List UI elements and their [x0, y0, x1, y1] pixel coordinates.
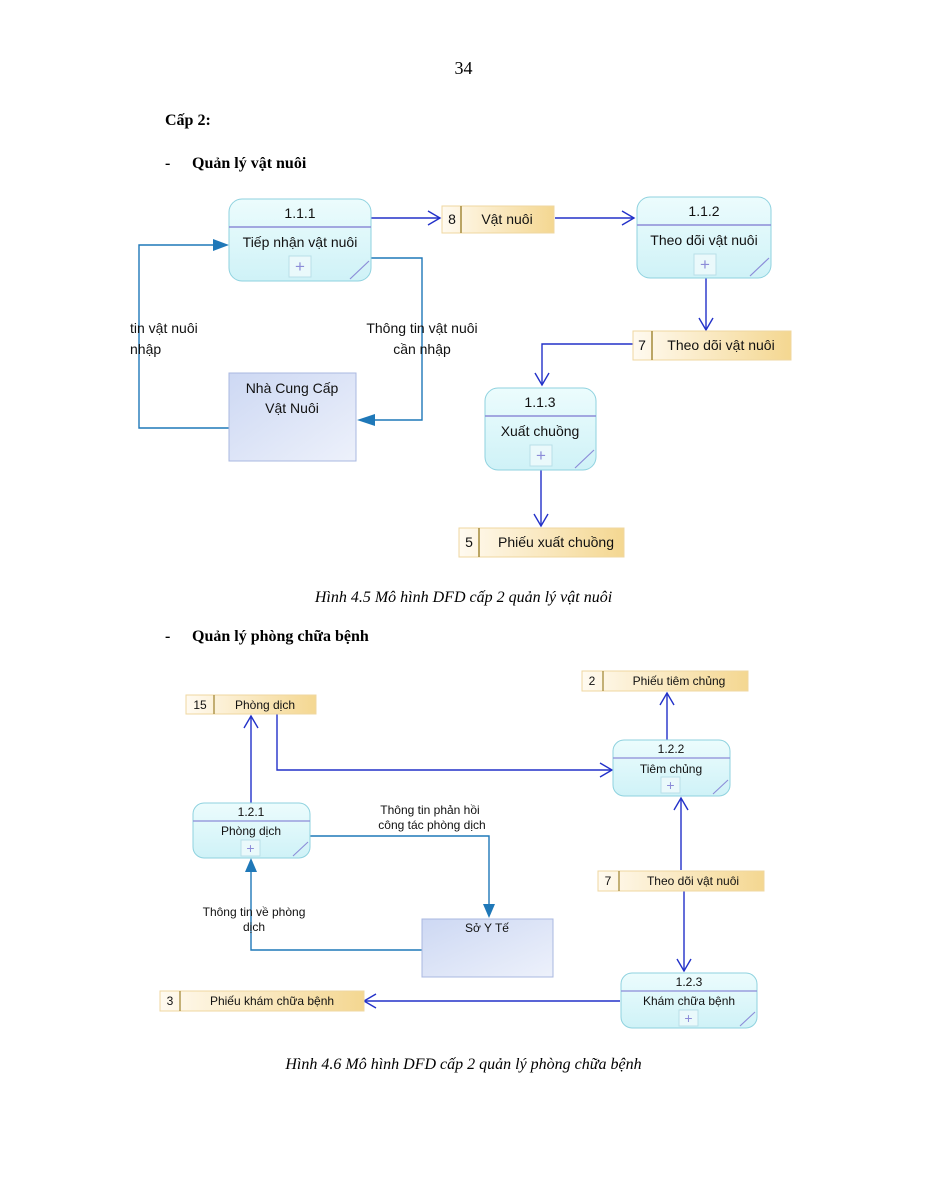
flow-label-info-line2: dịch — [243, 920, 265, 934]
process-id: 1.1.3 — [524, 394, 555, 410]
svg-text:+: + — [700, 255, 710, 274]
store-name: Phiếu khám chữa bệnh — [210, 994, 334, 1008]
section2-bullet: - — [165, 628, 171, 645]
plus-icon — [678, 1009, 699, 1027]
flow-121-to-entity — [310, 835, 490, 910]
process-1-2-3: + 1.2.3 Khám chữa bệnh — [620, 972, 758, 1029]
arrowhead-icon — [243, 714, 259, 729]
external-entity-nha-cung-cap: Nhà Cung Cấp Vật Nuôi — [228, 372, 357, 462]
svg-text:+: + — [295, 257, 305, 276]
flow-label-feedback-line2: công tác phòng dịch — [378, 818, 485, 832]
flow-store15-to-122 — [276, 713, 612, 771]
arrowhead-icon — [621, 210, 636, 226]
arrowhead-icon — [427, 210, 442, 226]
arrowhead-icon — [483, 904, 495, 918]
plus-icon — [288, 255, 312, 278]
section1-title: Quản lý vật nuôi — [192, 155, 307, 172]
figure-caption-4-5: Hình 4.5 Mô hình DFD cấp 2 quản lý vật n… — [314, 589, 613, 606]
store-8: 8 Vật nuôi — [441, 205, 555, 234]
process-name: Theo dõi vật nuôi — [650, 232, 757, 248]
process-name: Khám chữa bệnh — [643, 994, 735, 1008]
arrowhead-icon — [673, 796, 689, 811]
entity-name-line1: Nhà Cung Cấp — [246, 380, 339, 396]
arrowhead-icon — [676, 958, 692, 973]
store-number: 7 — [605, 874, 612, 888]
process-1-1-2: + 1.1.2 Theo dõi vật nuôi — [636, 196, 772, 279]
store-number: 2 — [589, 674, 596, 688]
store-number: 15 — [193, 698, 207, 712]
process-name: Phòng dịch — [221, 824, 281, 838]
flow-label-info-line1: Thông tin về phòng — [203, 905, 306, 919]
process-id: 1.2.1 — [238, 805, 265, 819]
store-name: Phiếu xuất chuồng — [498, 534, 614, 550]
external-entity-so-y-te: Sở Y Tế — [421, 918, 554, 978]
store-name: Vật nuôi — [481, 211, 532, 227]
arrowhead-icon — [213, 239, 229, 251]
store-7: 7 Theo dõi vật nuôi — [632, 330, 792, 361]
arrowhead-icon — [659, 691, 675, 706]
process-name: Xuất chuồng — [501, 423, 580, 439]
store-number: 5 — [465, 534, 473, 550]
section1-bullet: - — [165, 155, 171, 172]
entity-name-line2: Vật Nuôi — [265, 400, 319, 416]
process-1-1-3: + 1.1.3 Xuất chuồng — [484, 387, 597, 471]
process-1-1-1: + 1.1.1 Tiếp nhận vật nuôi — [228, 198, 372, 282]
plus-icon — [240, 839, 261, 857]
flow-label-left-line1: tin vật nuôi — [130, 320, 198, 336]
arrowhead-icon — [698, 317, 714, 332]
process-id: 1.2.2 — [658, 742, 685, 756]
svg-text:+: + — [246, 840, 254, 856]
page-number: 34 — [454, 58, 473, 78]
plus-icon — [660, 776, 681, 794]
figure-caption-4-6: Hình 4.6 Mô hình DFD cấp 2 quản lý phòng… — [285, 1056, 642, 1073]
flow-111-to-entity — [371, 257, 423, 421]
store-name: Phiếu tiêm chủng — [633, 674, 726, 688]
arrowhead-icon — [599, 762, 614, 778]
plus-icon — [529, 444, 553, 467]
process-1-2-1: + 1.2.1 Phòng dịch — [192, 802, 311, 859]
flow-store7-to-113 — [541, 343, 633, 385]
dfd-diagram-2: + 1.2.1 Phòng dịch + 1.2.2 Tiêm chủng + … — [159, 670, 765, 1029]
plus-icon — [693, 253, 717, 276]
page-margin-mask — [0, 310, 130, 370]
store-5: 5 Phiếu xuất chuồng — [458, 527, 625, 558]
arrowhead-icon — [357, 414, 375, 426]
svg-text:+: + — [536, 446, 546, 465]
arrowhead-icon — [534, 372, 550, 387]
store-name: Theo dõi vật nuôi — [647, 874, 739, 888]
svg-text:+: + — [666, 777, 674, 793]
level-heading: Cấp 2: — [165, 112, 211, 129]
flow-entity-to-111 — [138, 244, 229, 429]
process-id: 1.1.2 — [688, 203, 719, 219]
store-2: 2 Phiếu tiêm chủng — [581, 670, 749, 692]
entity-name: Sở Y Tế — [465, 921, 509, 935]
store-15: 15 Phòng dịch — [185, 694, 317, 715]
svg-text:+: + — [684, 1010, 692, 1026]
process-name: Tiếp nhận vật nuôi — [243, 234, 358, 250]
flow-label-feedback-line1: Thông tin phản hồi — [380, 803, 479, 817]
store-7: 7 Theo dõi vật nuôi — [597, 870, 765, 892]
store-name: Theo dõi vật nuôi — [667, 337, 774, 353]
process-id: 1.2.3 — [676, 975, 703, 989]
process-1-2-2: + 1.2.2 Tiêm chủng — [612, 739, 731, 797]
store-name: Phòng dịch — [235, 698, 295, 712]
store-number: 7 — [638, 337, 646, 353]
flow-label-left-line2: nhập — [130, 341, 161, 357]
flow-label-right-line1: Thông tin vật nuôi — [366, 320, 477, 336]
store-number: 8 — [448, 211, 456, 227]
dfd-diagram-1: + 1.1.1 Tiếp nhận vật nuôi + 1.1.2 Theo … — [130, 196, 792, 558]
arrowhead-icon — [533, 513, 549, 528]
process-id: 1.1.1 — [284, 205, 315, 221]
store-number: 3 — [167, 994, 174, 1008]
arrowhead-icon — [245, 858, 257, 872]
flow-entity-to-121 — [250, 868, 422, 951]
store-3: 3 Phiếu khám chữa bệnh — [159, 990, 365, 1012]
process-name: Tiêm chủng — [640, 762, 702, 776]
flow-label-right-line2: cần nhập — [393, 341, 451, 357]
section2-title: Quản lý phòng chữa bệnh — [192, 628, 369, 645]
